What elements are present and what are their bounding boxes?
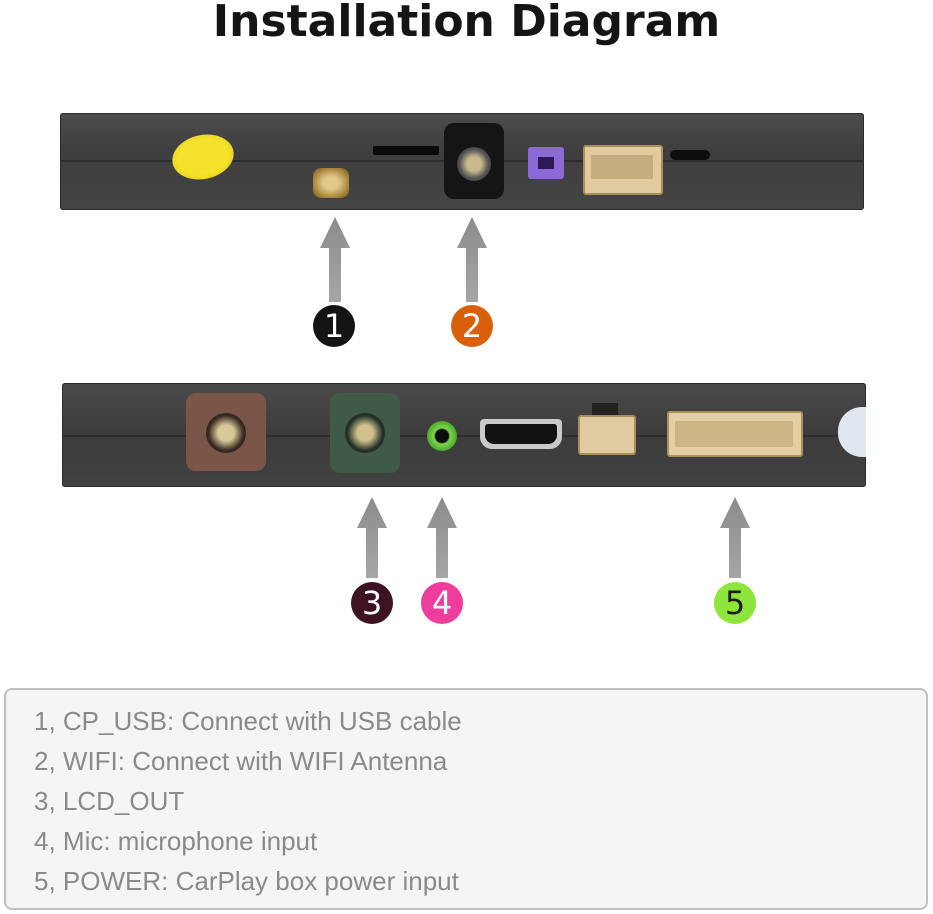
wifi-sma-connector-icon xyxy=(313,168,349,198)
mic-jack-icon xyxy=(427,421,457,451)
card-slot-icon xyxy=(373,146,439,155)
lcd-out-hsd-connector-icon xyxy=(330,393,400,473)
hdmi-port-icon xyxy=(480,419,562,449)
micro-usb-port-icon xyxy=(670,150,710,160)
panel-seam xyxy=(62,435,866,437)
device-top-panel xyxy=(60,113,864,210)
marker-3: 3 xyxy=(351,582,393,624)
legend-item: 3, LCD_OUT xyxy=(34,786,185,816)
legend-item: 1, CP_USB: Connect with USB cable xyxy=(34,706,462,736)
brown-hsd-connector-icon xyxy=(186,393,266,471)
marker-2: 2 xyxy=(451,305,493,347)
marker-5: 5 xyxy=(714,582,756,624)
arrow-1-icon xyxy=(320,217,350,302)
marker-4: 4 xyxy=(421,582,463,624)
multipin-connector-icon xyxy=(583,145,663,195)
legend-item: 5, POWER: CarPlay box power input xyxy=(34,866,459,896)
arrow-5-icon xyxy=(720,497,750,578)
diagram-title: Installation Diagram xyxy=(212,0,721,47)
legend-item: 2, WIFI: Connect with WIFI Antenna xyxy=(34,746,448,776)
arrow-4-icon xyxy=(427,497,457,578)
device-bottom-panel xyxy=(62,383,866,487)
purple-connector-icon xyxy=(528,147,564,179)
small-multipin-connector-icon xyxy=(578,403,636,455)
arrow-3-icon xyxy=(357,497,387,578)
legend-box: 1, CP_USB: Connect with USB cable 2, WIF… xyxy=(4,688,928,910)
arrow-2-icon xyxy=(457,217,487,302)
marker-1: 1 xyxy=(313,305,355,347)
usb-hsd-connector-icon xyxy=(444,123,504,199)
power-connector-icon xyxy=(667,411,803,457)
legend-item: 4, Mic: microphone input xyxy=(34,826,318,856)
